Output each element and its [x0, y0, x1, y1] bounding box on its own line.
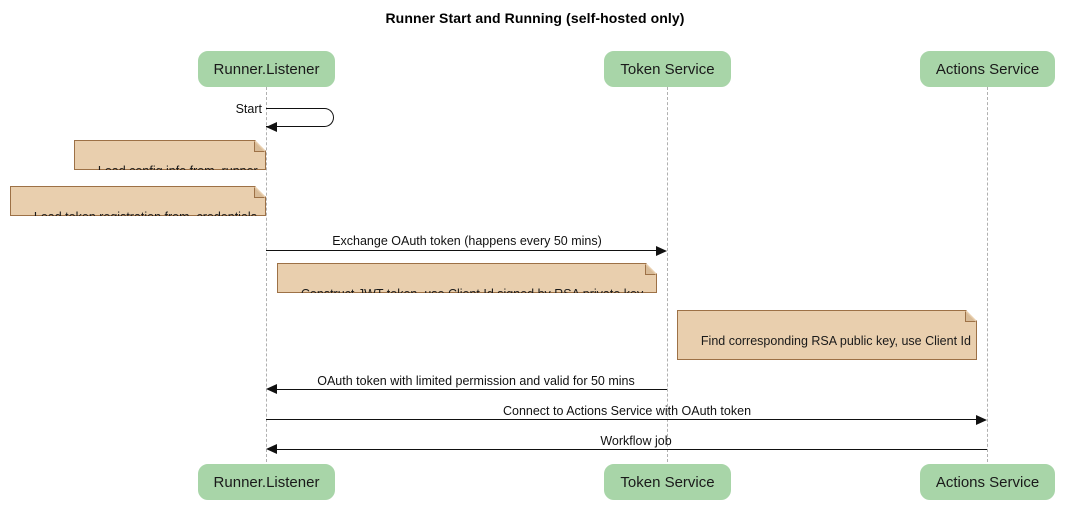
message-line-exchange-oauth-token[interactable] [266, 250, 657, 251]
note-fold-icon [254, 141, 265, 152]
arrow-head-connect-actions-service [976, 415, 987, 425]
message-line-oauth-token-return[interactable] [276, 389, 667, 390]
note-load-token-registration: Load token registration from .credential… [10, 186, 266, 216]
participant-actions-service-bottom[interactable]: Actions Service [920, 464, 1055, 500]
self-message-start[interactable] [266, 108, 334, 127]
arrow-head-oauth-token-return [266, 384, 277, 394]
participant-label: Token Service [620, 60, 715, 78]
participant-runner-listener-top[interactable]: Runner.Listener [198, 51, 335, 87]
message-line-workflow-job[interactable] [276, 449, 987, 450]
note-text: Construct JWT token, use Client Id signe… [300, 287, 644, 301]
note-fold-icon [645, 264, 656, 275]
note-load-config: Load config info from .runner [74, 140, 266, 170]
message-label-exchange-oauth-token: Exchange OAuth token (happens every 50 m… [332, 234, 602, 248]
participant-label: Actions Service [935, 473, 1040, 491]
arrow-head-exchange-oauth-token [656, 246, 667, 256]
note-text: Load config info from .runner [97, 164, 258, 178]
participant-token-service-top[interactable]: Token Service [604, 51, 731, 87]
note-fold-icon [254, 187, 265, 198]
note-text-line-2: Verify JWT token's signature [700, 366, 859, 380]
participant-label: Token Service [620, 473, 715, 491]
note-fold-icon [965, 311, 976, 322]
note-construct-jwt: Construct JWT token, use Client Id signe… [277, 263, 657, 293]
lifeline-token [667, 87, 668, 462]
message-label-workflow-job: Workflow job [600, 434, 672, 448]
participant-label: Runner.Listener [213, 473, 320, 491]
participant-label: Actions Service [935, 60, 1040, 78]
note-verify-jwt: Find corresponding RSA public key, use C… [677, 310, 977, 360]
message-label-start: Start [235, 102, 262, 116]
participant-label: Runner.Listener [213, 60, 320, 78]
participant-actions-service-top[interactable]: Actions Service [920, 51, 1055, 87]
participant-runner-listener-bottom[interactable]: Runner.Listener [198, 464, 335, 500]
page-title: Runner Start and Running (self-hosted on… [385, 10, 685, 26]
lifeline-actions [987, 87, 988, 462]
message-label-oauth-token-return: OAuth token with limited permission and … [317, 374, 635, 388]
note-text-line-1: Find corresponding RSA public key, use C… [700, 334, 971, 348]
message-line-connect-actions-service[interactable] [266, 419, 977, 420]
arrow-head-workflow-job [266, 444, 277, 454]
note-text: Load token registration from .credential… [33, 210, 257, 224]
participant-token-service-bottom[interactable]: Token Service [604, 464, 731, 500]
arrow-head-start [266, 122, 277, 132]
message-label-connect-actions-service: Connect to Actions Service with OAuth to… [502, 404, 752, 418]
lifeline-runner [266, 87, 267, 462]
